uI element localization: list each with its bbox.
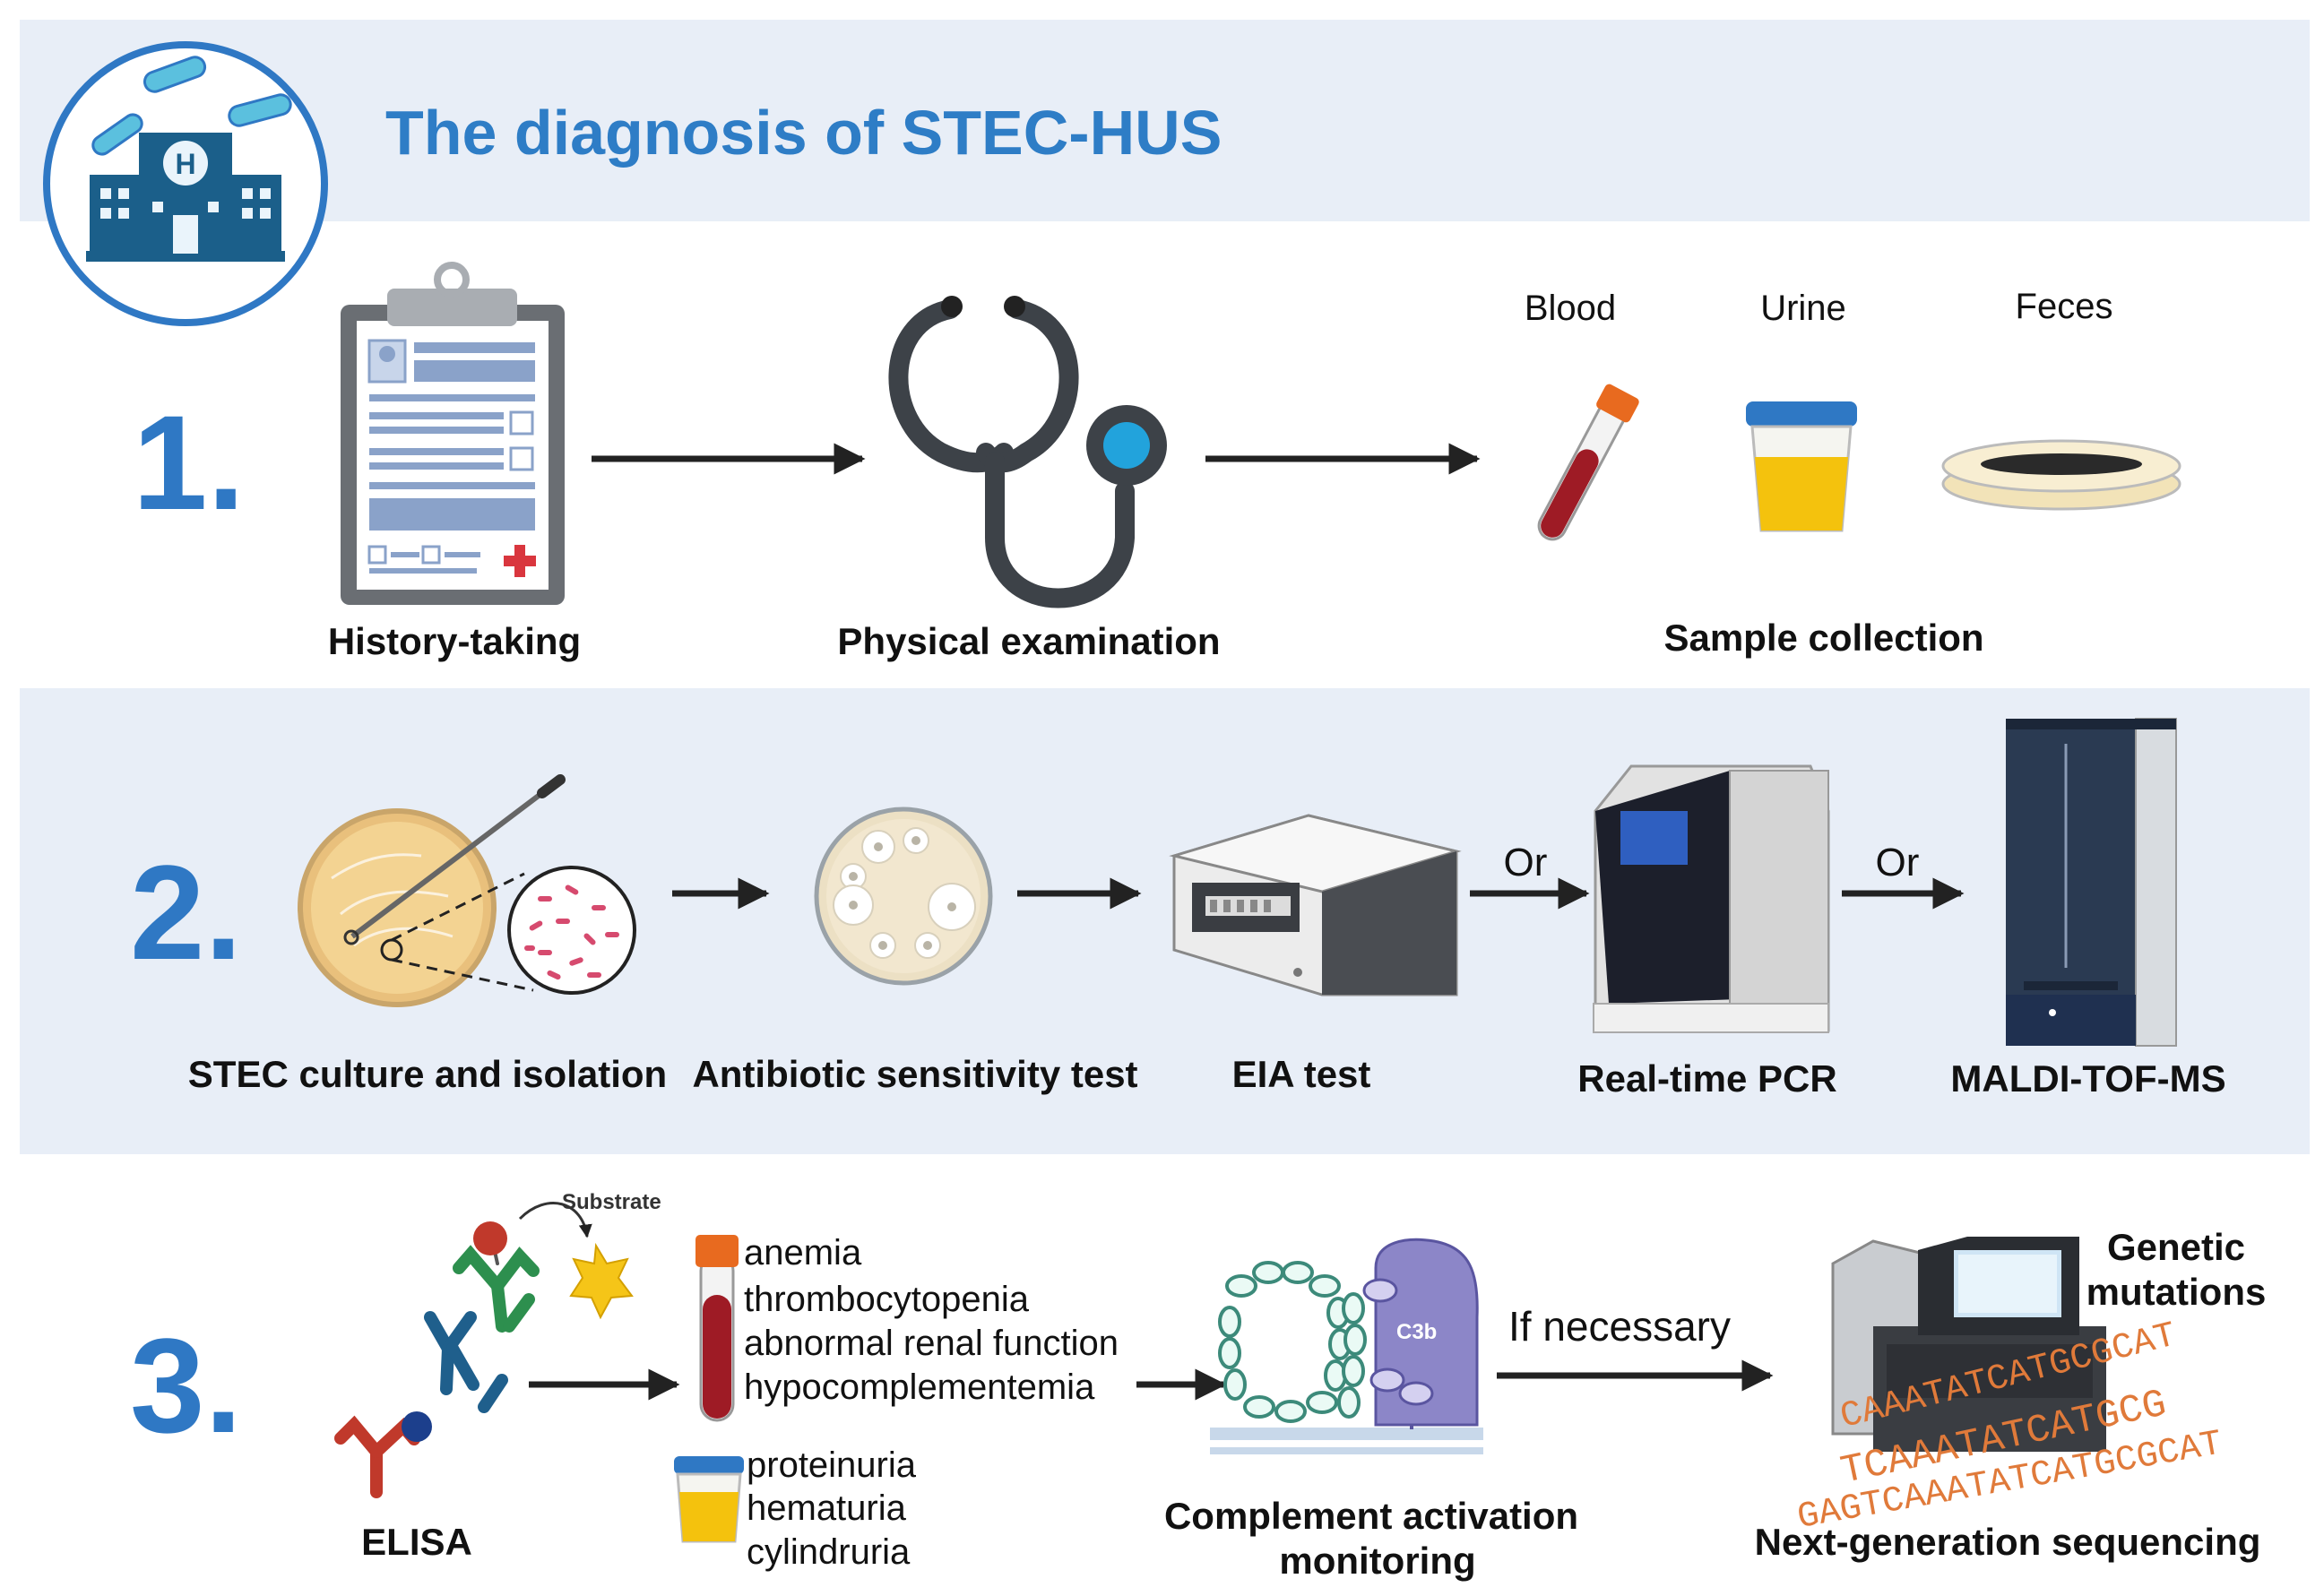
elisa-antibody-icon bbox=[334, 1233, 540, 1498]
genetic-label-line1: Genetic bbox=[2106, 1226, 2246, 1268]
complement-label-line1: Complement activation bbox=[1163, 1495, 1579, 1537]
sample-collection-label: Sample collection bbox=[1663, 617, 1984, 659]
svg-text:H: H bbox=[175, 148, 195, 180]
maldi-label: MALDI-TOF-MS bbox=[1950, 1057, 2226, 1100]
or-label-1: Or bbox=[1503, 841, 1548, 884]
urine-label: Urine bbox=[1760, 289, 1846, 328]
stethoscope-earpiece-right bbox=[1004, 296, 1025, 317]
petri-dish-feces-icon bbox=[1941, 439, 2181, 511]
substrate-arrow bbox=[518, 1202, 592, 1238]
maldi-tof-icon bbox=[2006, 718, 2177, 1047]
culture-label: STEC culture and isolation bbox=[187, 1053, 668, 1095]
substrate-label: Substrate bbox=[562, 1190, 661, 1214]
ngs-sequencer-icon bbox=[1831, 1237, 2106, 1452]
step1-number: 1. bbox=[133, 387, 246, 538]
genetic-label-line2: mutations bbox=[2086, 1271, 2267, 1313]
eia-reader-icon bbox=[1169, 814, 1462, 996]
antibiotic-label: Antibiotic sensitivity test bbox=[692, 1053, 1138, 1095]
ngs-label: Next-generation sequencing bbox=[1754, 1521, 2261, 1563]
c3b-label: C3b bbox=[1396, 1320, 1438, 1344]
stethoscope-icon bbox=[888, 299, 1135, 608]
history-label: History-taking bbox=[327, 620, 582, 662]
complement-activation-icon bbox=[1210, 1238, 1483, 1454]
finding-thrombocytopenia: thrombocytopenia bbox=[744, 1280, 1029, 1319]
blood-label: Blood bbox=[1524, 289, 1617, 328]
pcr-machine-icon bbox=[1593, 764, 1830, 1033]
pcr-label: Real-time PCR bbox=[1577, 1057, 1837, 1100]
finding-hematuria: hematuria bbox=[747, 1488, 906, 1528]
stethoscope-earpiece-left bbox=[941, 296, 963, 317]
hospital-logo-icon: H bbox=[43, 41, 328, 326]
urine-cup-findings-icon bbox=[674, 1456, 744, 1543]
substrate-star-icon bbox=[569, 1242, 634, 1320]
physical-label: Physical examination bbox=[837, 620, 1221, 662]
finding-hypocomplementemia: hypocomplementemia bbox=[744, 1367, 1095, 1407]
elisa-label: ELISA bbox=[361, 1521, 472, 1563]
if-necessary-label: If necessary bbox=[1508, 1303, 1731, 1350]
blood-tube-icon bbox=[1537, 384, 1639, 541]
step3-number: 3. bbox=[130, 1310, 243, 1461]
urine-cup-icon bbox=[1746, 401, 1857, 532]
finding-proteinuria: proteinuria bbox=[747, 1445, 917, 1485]
complement-label-line2: monitoring bbox=[1279, 1540, 1476, 1582]
blood-tube-findings-icon bbox=[695, 1235, 739, 1422]
header-band bbox=[20, 20, 2310, 221]
page-title: The diagnosis of STEC-HUS bbox=[385, 98, 1222, 168]
feces-label: Feces bbox=[2015, 287, 2113, 326]
or-label-2: Or bbox=[1875, 841, 1920, 884]
finding-anemia: anemia bbox=[744, 1233, 862, 1272]
culture-plate-icon bbox=[298, 774, 636, 1007]
finding-renal: abnormal renal function bbox=[744, 1324, 1119, 1363]
step2-number: 2. bbox=[130, 837, 243, 988]
clipboard-icon bbox=[341, 262, 565, 605]
enzyme-icon bbox=[473, 1221, 507, 1255]
eia-label: EIA test bbox=[1231, 1053, 1371, 1095]
antibiotic-plate-icon bbox=[814, 807, 993, 986]
conjugate-dot-icon bbox=[402, 1411, 432, 1442]
finding-cylindruria: cylindruria bbox=[747, 1532, 911, 1572]
